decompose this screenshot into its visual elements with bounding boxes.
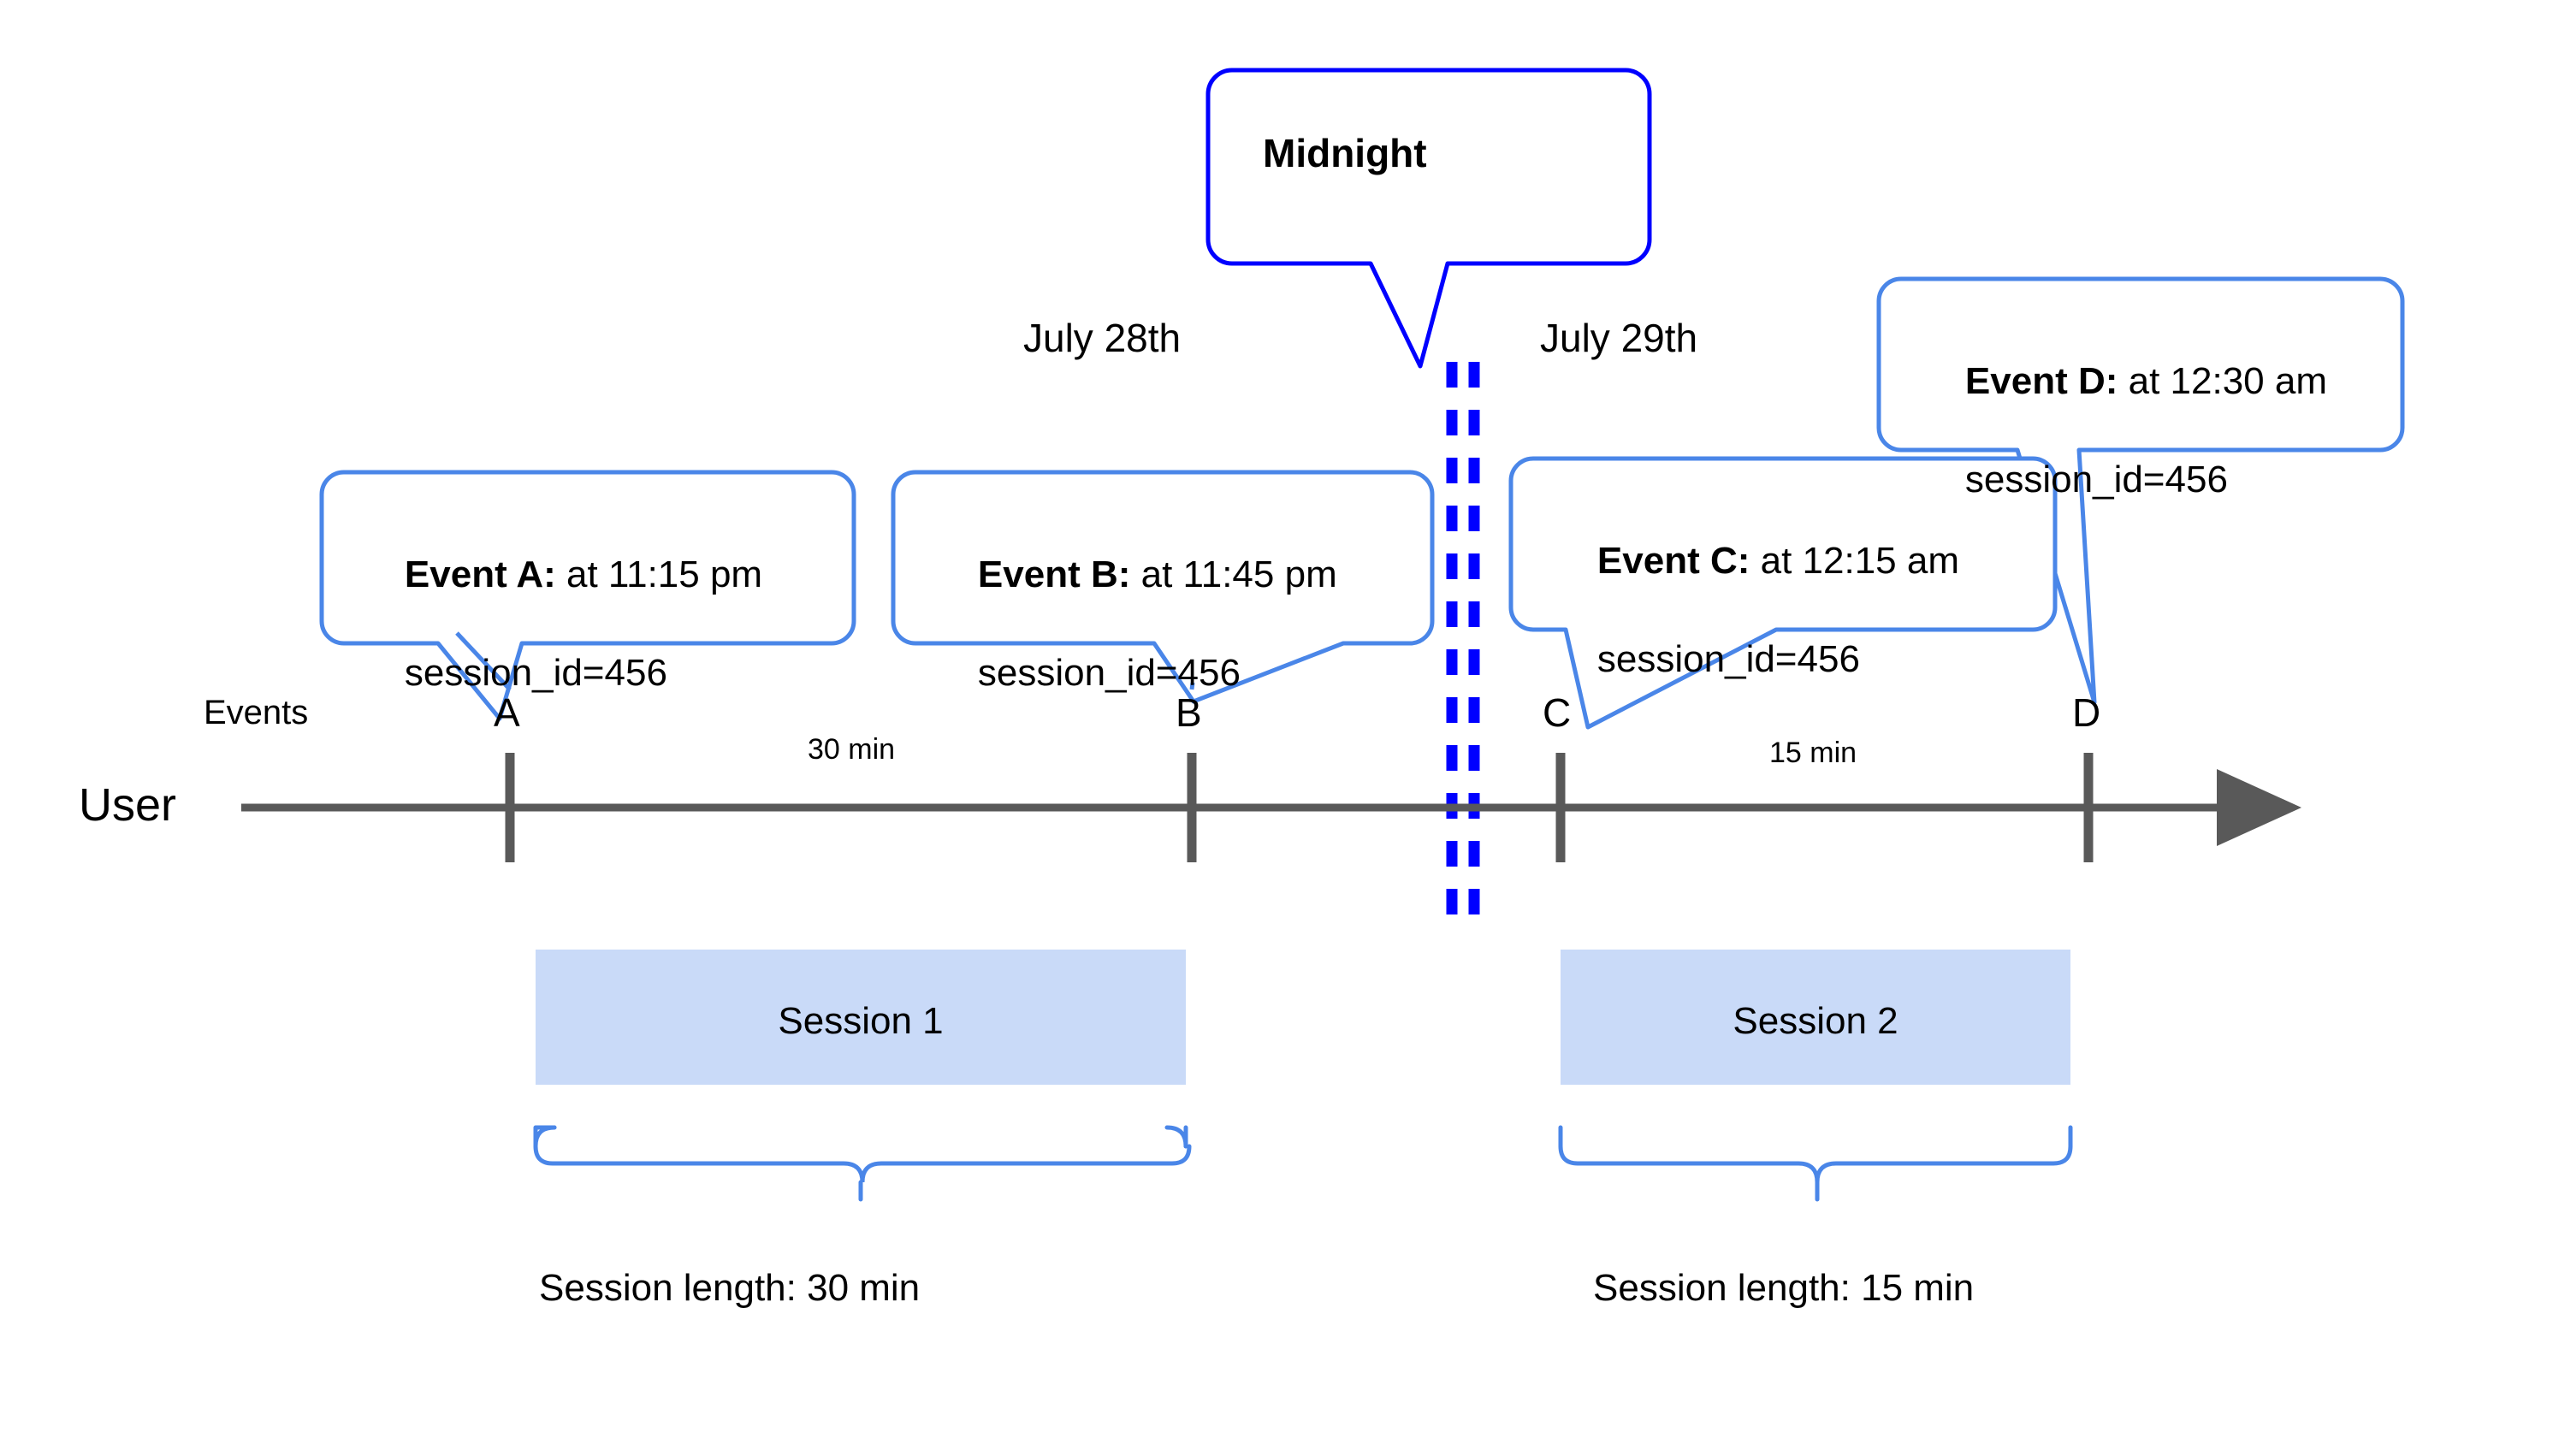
session-2-label: Session 2 xyxy=(1733,1000,1898,1042)
duration-label-a-b: 30 min xyxy=(808,733,896,766)
session-1-brace xyxy=(533,1125,1192,1202)
event-b-title: Event B: xyxy=(977,553,1131,596)
session-1-bar[interactable] xyxy=(536,950,1186,1085)
event-b-callout-shape[interactable] xyxy=(891,470,1435,704)
event-a-detail: session_id=456 xyxy=(404,651,667,694)
event-d-title: Event D: xyxy=(1964,360,2118,403)
event-d-callout-text: Event D: at 12:30 am session_id=456 xyxy=(1923,308,2402,553)
event-b-detail: session_id=456 xyxy=(977,651,1241,694)
marker-label-b: B xyxy=(1176,690,1202,735)
event-c-callout-shape[interactable] xyxy=(1508,456,2058,730)
event-d-callout-shape[interactable] xyxy=(1876,276,2405,705)
midnight-label: Midnight xyxy=(1263,131,1427,175)
event-c-detail: session_id=456 xyxy=(1596,637,1860,680)
event-a-callout-shape[interactable] xyxy=(319,470,856,721)
duration-label-c-d: 15 min xyxy=(1769,737,1857,769)
event-c-callout-text: Event C: at 12:15 am session_id=456 xyxy=(1555,488,2035,732)
midnight-callout-shape[interactable] xyxy=(1205,68,1652,369)
event-a-time: at 11:15 pm xyxy=(555,553,763,596)
marker-label-a: A xyxy=(494,690,520,735)
event-c-time: at 12:15 am xyxy=(1750,540,1959,583)
event-b-callout-text: Event B: at 11:45 pm session_id=456 xyxy=(936,501,1415,746)
day-label-july-28: July 28th xyxy=(1023,316,1182,360)
event-a-callout-text: Event A: at 11:15 pm session_id=456 xyxy=(363,501,842,746)
session-2-bar[interactable] xyxy=(1561,950,2070,1085)
event-c-title: Event C: xyxy=(1596,540,1750,583)
session-2-length-label: Session length: 15 min xyxy=(1593,1267,1975,1309)
marker-label-d: D xyxy=(2072,690,2101,735)
day-label-july-29: July 29th xyxy=(1540,316,1698,360)
events-row-label: Events xyxy=(204,694,309,731)
event-a-title: Event A: xyxy=(404,553,556,596)
event-d-detail: session_id=456 xyxy=(1964,458,2228,500)
marker-label-c: C xyxy=(1543,690,1572,735)
user-row-label: User xyxy=(79,779,177,831)
event-d-time: at 12:30 am xyxy=(2118,360,2327,403)
session-1-length-label: Session length: 30 min xyxy=(539,1267,921,1309)
session-1-label: Session 1 xyxy=(778,1000,944,1042)
midnight-boundary-lines xyxy=(1446,362,1480,922)
session-2-brace xyxy=(1558,1125,2073,1202)
event-b-time: at 11:45 pm xyxy=(1130,553,1337,596)
